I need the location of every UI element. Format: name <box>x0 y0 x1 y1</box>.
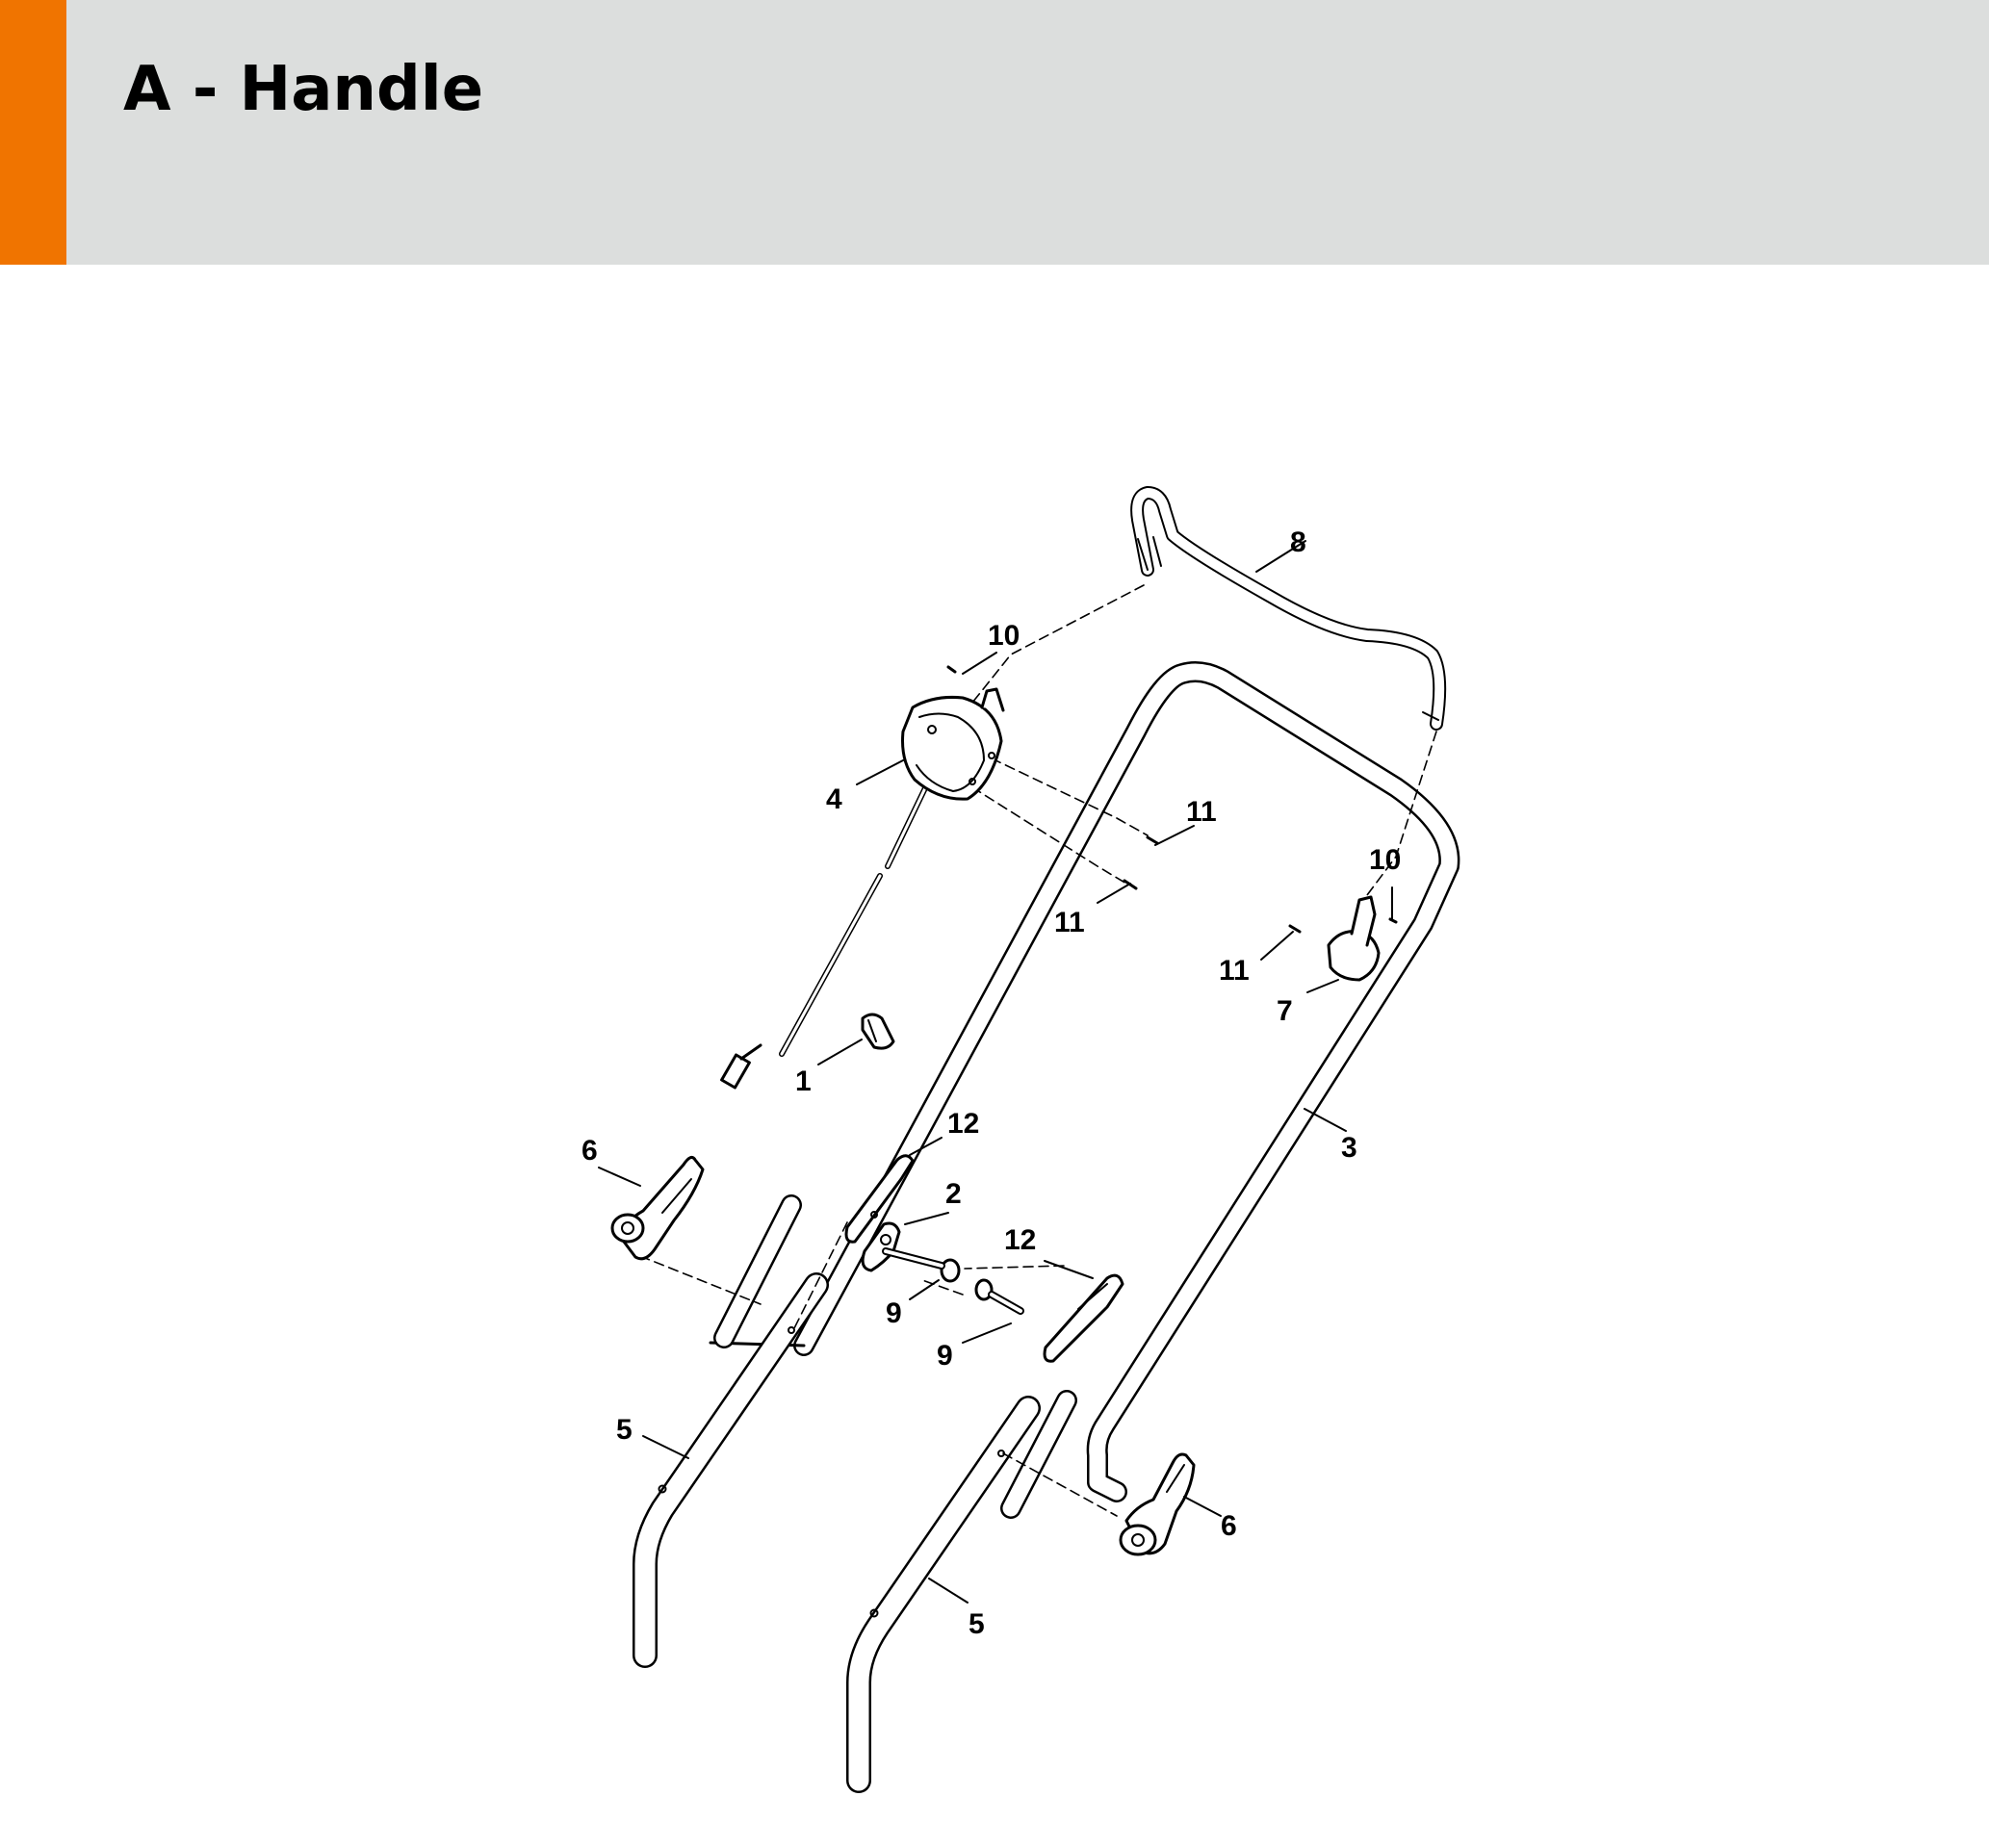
lower-tube-left <box>633 1272 829 1668</box>
clamp-lever-right <box>1119 1452 1196 1556</box>
callout-9-lower: 9 <box>937 1340 953 1372</box>
knob <box>861 1013 895 1050</box>
callout-6-right: 6 <box>1221 1510 1237 1542</box>
callout-11-right: 11 <box>1219 955 1250 987</box>
starter-switch <box>1327 895 1381 982</box>
cover-lower <box>1043 1273 1124 1363</box>
clamp-lever-left <box>610 1155 705 1261</box>
callout-10-top: 10 <box>988 620 1020 652</box>
callout-11-middle: 11 <box>1054 907 1085 938</box>
page-title: A - Handle <box>123 54 484 125</box>
callout-12-lower: 12 <box>1004 1224 1036 1256</box>
callout-1: 1 <box>795 1065 812 1097</box>
callout-12-upper: 12 <box>947 1108 979 1140</box>
insert-tube-left <box>713 1194 802 1348</box>
assembly-lines <box>639 584 1437 1517</box>
control-bar <box>1130 486 1447 731</box>
callout-2: 2 <box>945 1178 962 1210</box>
callout-5-left: 5 <box>616 1414 633 1446</box>
callout-7: 7 <box>1277 995 1293 1027</box>
callout-10-right: 10 <box>1369 844 1401 876</box>
callout-9-upper: 9 <box>886 1297 902 1329</box>
lower-tube-right <box>846 1396 1041 1793</box>
callout-labels: 8 10 4 11 11 10 11 7 1 3 6 12 2 12 9 9 5… <box>581 526 1401 1640</box>
cover-upper <box>844 1154 915 1244</box>
bracket <box>861 1221 901 1272</box>
handle-main <box>709 661 1460 1502</box>
header-band: A - Handle <box>0 0 1989 265</box>
callout-8: 8 <box>1290 526 1306 558</box>
callout-6-left: 6 <box>581 1135 598 1167</box>
callout-3: 3 <box>1341 1132 1357 1164</box>
callout-4: 4 <box>826 783 842 815</box>
accent-bar <box>0 0 66 265</box>
parts-diagram: 8 10 4 11 11 10 11 7 1 3 6 12 2 12 9 9 5… <box>581 486 1460 1793</box>
leader-lines <box>598 540 1393 1604</box>
screw-upper <box>882 1247 961 1283</box>
insert-tube-right <box>1000 1390 1077 1519</box>
callout-11-upper: 11 <box>1186 796 1217 828</box>
switch-housing <box>901 687 1005 801</box>
screw-lower <box>974 1278 1024 1315</box>
cable-assembly <box>720 767 937 1090</box>
callout-5-right: 5 <box>969 1608 985 1640</box>
small-screws <box>946 665 1398 934</box>
